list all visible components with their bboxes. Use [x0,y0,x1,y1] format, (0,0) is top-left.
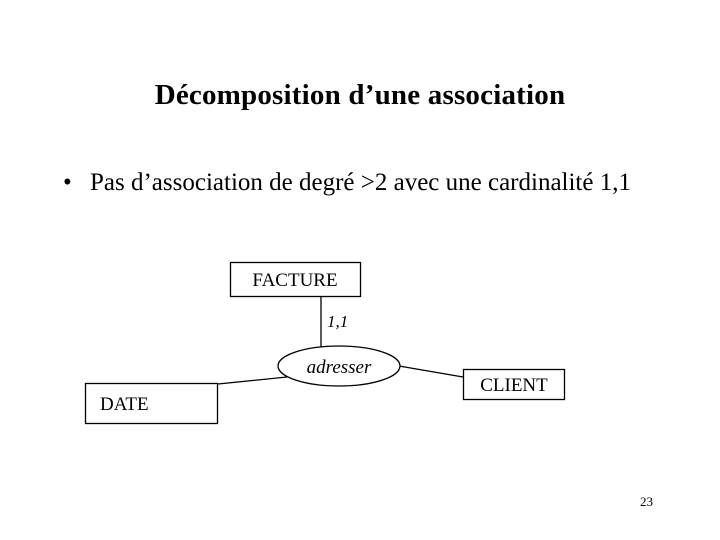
entity-facture-box[interactable] [229,261,362,298]
cardinality-label-facture: 1,1 [327,312,348,331]
association-adresser[interactable]: adresser [277,345,401,387]
entity-client[interactable]: CLIENT [462,368,566,401]
entity-date-box[interactable] [84,382,219,425]
entity-facture[interactable]: FACTURE [229,261,362,298]
edge-date-adresser[interactable] [217,376,288,385]
list-item: • Pas d’association de degré >2 avec une… [58,164,658,202]
entity-client-box[interactable] [462,368,566,401]
page-number: 23 [640,494,653,509]
entity-date[interactable]: DATE [84,382,219,425]
page-title: Décomposition d’une association [154,79,566,111]
bullet-point-icon: • [63,169,72,196]
association-adresser-ellipse[interactable] [277,345,401,387]
edge-adresser-client[interactable] [398,365,464,378]
bullet-text: Pas d’association de degré >2 avec une c… [90,169,631,196]
bullet-list: • Pas d’association de degré >2 avec une… [58,164,658,202]
